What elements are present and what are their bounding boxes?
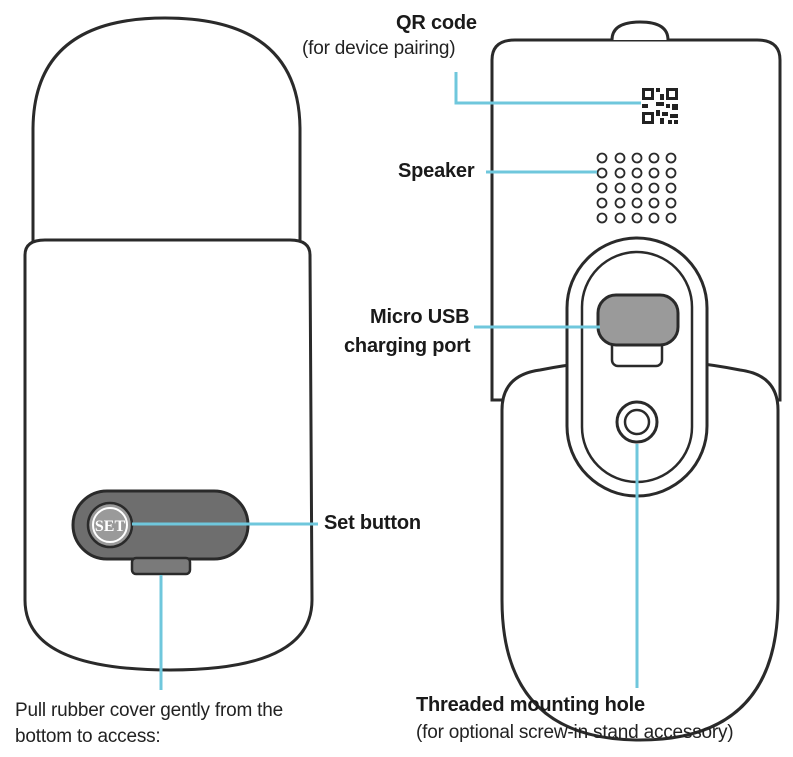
set-button-tab: [130, 556, 192, 576]
qr-callout-line: [454, 72, 641, 105]
mounting-hole-label: Threaded mounting hole: [416, 694, 645, 716]
speaker-grille-icon: [596, 152, 677, 224]
right-device-stand-shell: [500, 358, 780, 742]
qr-code-sublabel: (for device pairing): [302, 38, 456, 59]
usb-port-body: [596, 293, 680, 347]
threaded-mounting-hole: [615, 400, 659, 444]
callout-lines: [132, 72, 641, 690]
usb-label-line2: charging port: [344, 335, 471, 357]
left-device: [23, 16, 314, 672]
mounting-hole-sublabel: (for optional screw-in stand accessory): [416, 722, 734, 743]
qr-code-label: QR code: [396, 12, 477, 34]
set-button-text: SET: [95, 518, 126, 535]
micro-usb-port: [596, 293, 680, 368]
left-device-rubber-cover: [23, 238, 314, 672]
right-device-top-bump: [610, 20, 670, 41]
usb-label-line1: Micro USB: [370, 306, 470, 328]
left-device-top-cap: [31, 16, 302, 252]
speaker-label: Speaker: [398, 160, 475, 182]
qr-code-icon: [642, 88, 678, 124]
pull-cover-text-line2: bottom to access:: [15, 726, 161, 747]
pull-cover-text-line1: Pull rubber cover gently from the: [15, 700, 283, 721]
set-button: [92, 507, 128, 543]
set-button-label: Set button: [324, 512, 421, 534]
